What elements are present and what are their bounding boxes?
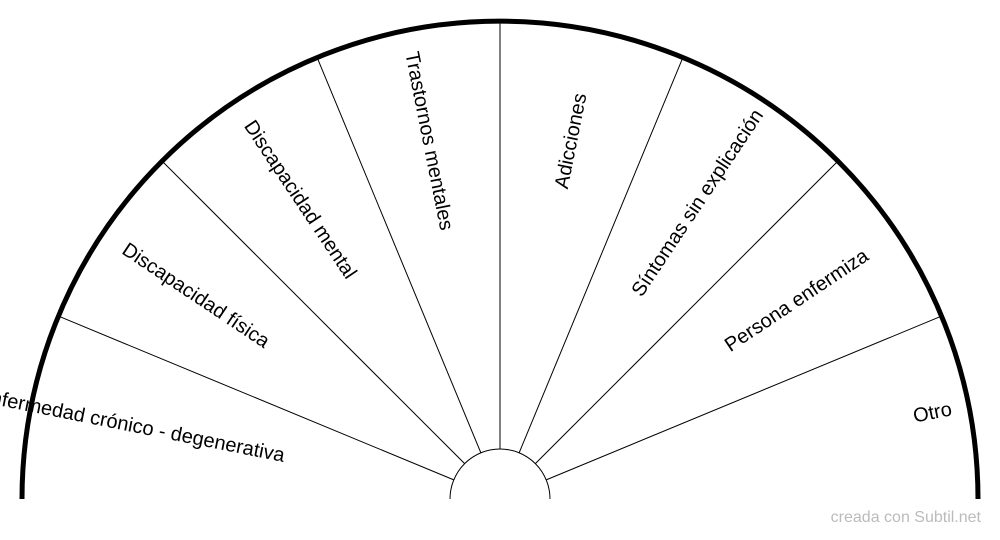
sector-label-4: Trastornos mentales <box>400 50 457 232</box>
sector-label-3: Discapacidad mental <box>239 116 360 283</box>
sector-label-6: Síntomas sin explicación <box>628 105 769 300</box>
sector-dividers <box>58 21 942 481</box>
sector-label-8: Otro <box>911 398 953 427</box>
sector-labels: Enfermedad crónico - degenerativa Discapa… <box>0 50 954 467</box>
sector-divider-3 <box>316 57 482 453</box>
sector-divider-7 <box>546 315 942 481</box>
sector-label-5: Adicciones <box>551 91 591 190</box>
sector-label-2: Discapacidad física <box>118 239 274 354</box>
sector-label-7: Persona enfermiza <box>721 244 874 356</box>
sector-divider-2 <box>161 160 465 464</box>
outer-arc <box>19 18 981 500</box>
footer-credit: creada con Subtil.net <box>830 509 981 526</box>
inner-hub-arc <box>449 448 551 500</box>
sector-divider-5 <box>518 57 684 453</box>
sector-divider-6 <box>535 160 839 464</box>
sector-label-1: Enfermedad crónico - degenerativa <box>0 384 287 467</box>
sector-divider-1 <box>58 315 454 481</box>
